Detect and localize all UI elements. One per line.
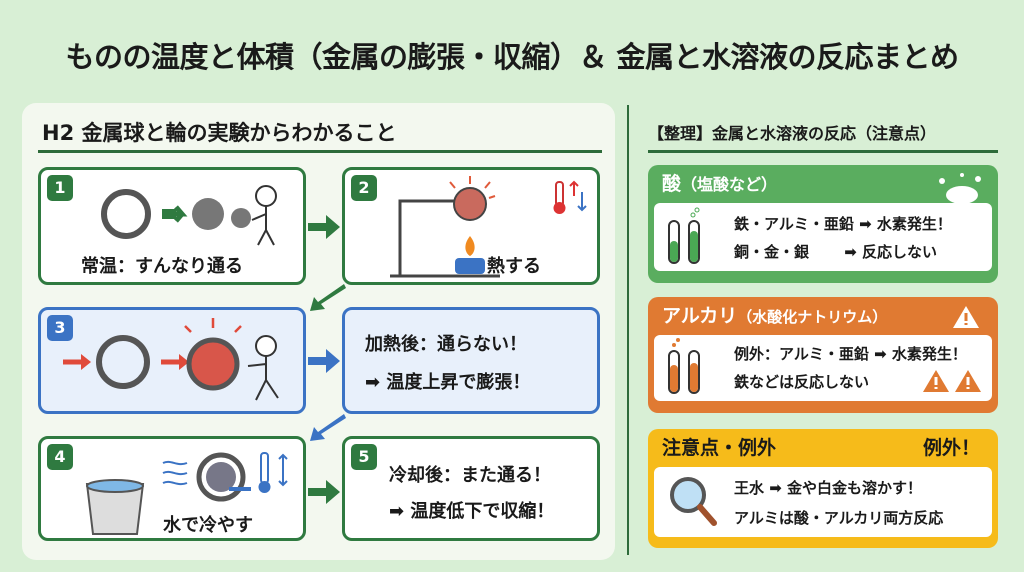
heading-underline <box>648 150 998 153</box>
ring-and-ball-icon <box>101 185 277 246</box>
page-title: ものの温度と体積（金属の膨張・収縮）＆ 金属と水溶液の反応まとめ <box>65 40 959 74</box>
expanded-ball-icon <box>63 318 279 401</box>
alkali-line-2: 鉄などは反応しない <box>734 373 870 391</box>
test-tubes-icon <box>668 338 700 394</box>
note-line-1: 王水 ➡ 金や白金も溶かす！ <box>734 479 923 497</box>
step-number: 1 <box>47 175 73 201</box>
step-5-box: 5 冷却後：また通る！ ➡ 温度低下で収縮！ <box>342 436 600 541</box>
alkali-header: アルカリ（水酸化ナトリウム） <box>654 297 992 335</box>
section-heading: H2 金属球と輪の実験からわかること <box>42 121 397 145</box>
step-2-box: 2 熱する <box>342 167 600 285</box>
acid-body: 鉄・アルミ・亜鉛 ➡ 水素発生！ 銅・金・銀 ➡ 反応しない <box>654 203 992 271</box>
thermometer-icon <box>553 180 587 214</box>
note-badge: 例外！ <box>922 437 980 459</box>
step-number: 5 <box>351 444 377 470</box>
alkali-body: 例外：アルミ・亜鉛 ➡ 水素発生！ 鉄などは反応しない <box>654 335 992 401</box>
note-body: 王水 ➡ 金や白金も溶かす！ アルミは酸・アルカリ両方反応 <box>654 467 992 537</box>
column-divider <box>627 105 629 555</box>
result-line-1: 冷却後：また通る！ <box>389 465 551 486</box>
result-line-2: ➡ 温度上昇で膨張！ <box>365 372 531 393</box>
cooling-ball-icon <box>162 452 288 502</box>
note-card: 注意点・例外 例外！ 王水 ➡ 金や白金も溶かす！ アルミは酸・アルカリ両方反応 <box>648 429 998 548</box>
step-4-box: 4 水で冷やす <box>38 436 306 541</box>
step-1-text: 常温：すんなり通る <box>81 256 243 277</box>
alkali-card: アルカリ（水酸化ナトリウム） 例外：アルミ・亜鉛 ➡ 水素発生！ 鉄などは反応し… <box>648 297 998 413</box>
arrow-right-icon <box>308 480 340 504</box>
arrow-right-icon <box>308 349 340 373</box>
note-title: 注意点・例外 <box>662 437 777 459</box>
arrow-diagonal-icon <box>310 414 346 441</box>
acid-header: 酸（塩酸など） <box>654 165 992 203</box>
step-2-text: 熱する <box>487 256 541 277</box>
acid-title: 酸 <box>662 173 682 195</box>
step-1-box: 1 常温：すんなり通る <box>38 167 306 285</box>
bubbles-icon <box>939 173 981 203</box>
acid-subtitle: （塩酸など） <box>681 175 778 194</box>
acid-line-1: 鉄・アルミ・亜鉛 ➡ 水素発生！ <box>734 215 952 233</box>
result-line-1: 加熱後：通らない！ <box>365 334 527 355</box>
right-heading: 【整理】金属と水溶液の反応（注意点） <box>648 124 937 143</box>
alkali-subtitle: （水酸化ナトリウム） <box>737 308 888 326</box>
warning-icons <box>923 370 981 392</box>
alkali-title: アルカリ <box>662 305 738 327</box>
acid-line-2: 銅・金・銀 ➡ 反応しない <box>734 243 938 261</box>
arrow-diagonal-icon <box>310 284 346 311</box>
water-bucket-icon <box>85 479 145 535</box>
warning-icon <box>953 306 979 328</box>
heating-apparatus-icon <box>390 176 500 278</box>
step-4-text: 水で冷やす <box>163 515 253 536</box>
result-line-2: ➡ 温度低下で収縮！ <box>389 501 555 522</box>
arrow-right-icon <box>308 215 340 239</box>
note-header: 注意点・例外 例外！ <box>654 429 992 467</box>
acid-card: 酸（塩酸など） 鉄・アルミ・亜鉛 ➡ 水素発生！ 銅・金・銀 ➡ 反応しない <box>648 165 998 283</box>
step-number: 3 <box>47 315 73 341</box>
step-number: 2 <box>351 175 377 201</box>
heading-underline <box>38 150 602 153</box>
step-number: 4 <box>47 444 73 470</box>
note-line-2: アルミは酸・アルカリ両方反応 <box>734 509 944 527</box>
step-3-box: 3 <box>38 307 306 414</box>
alkali-line-1: 例外：アルミ・亜鉛 ➡ 水素発生！ <box>734 345 967 363</box>
magnifier-icon <box>670 477 717 526</box>
test-tubes-icon <box>668 207 700 264</box>
result-heating-box: 加熱後：通らない！ ➡ 温度上昇で膨張！ <box>342 307 600 414</box>
